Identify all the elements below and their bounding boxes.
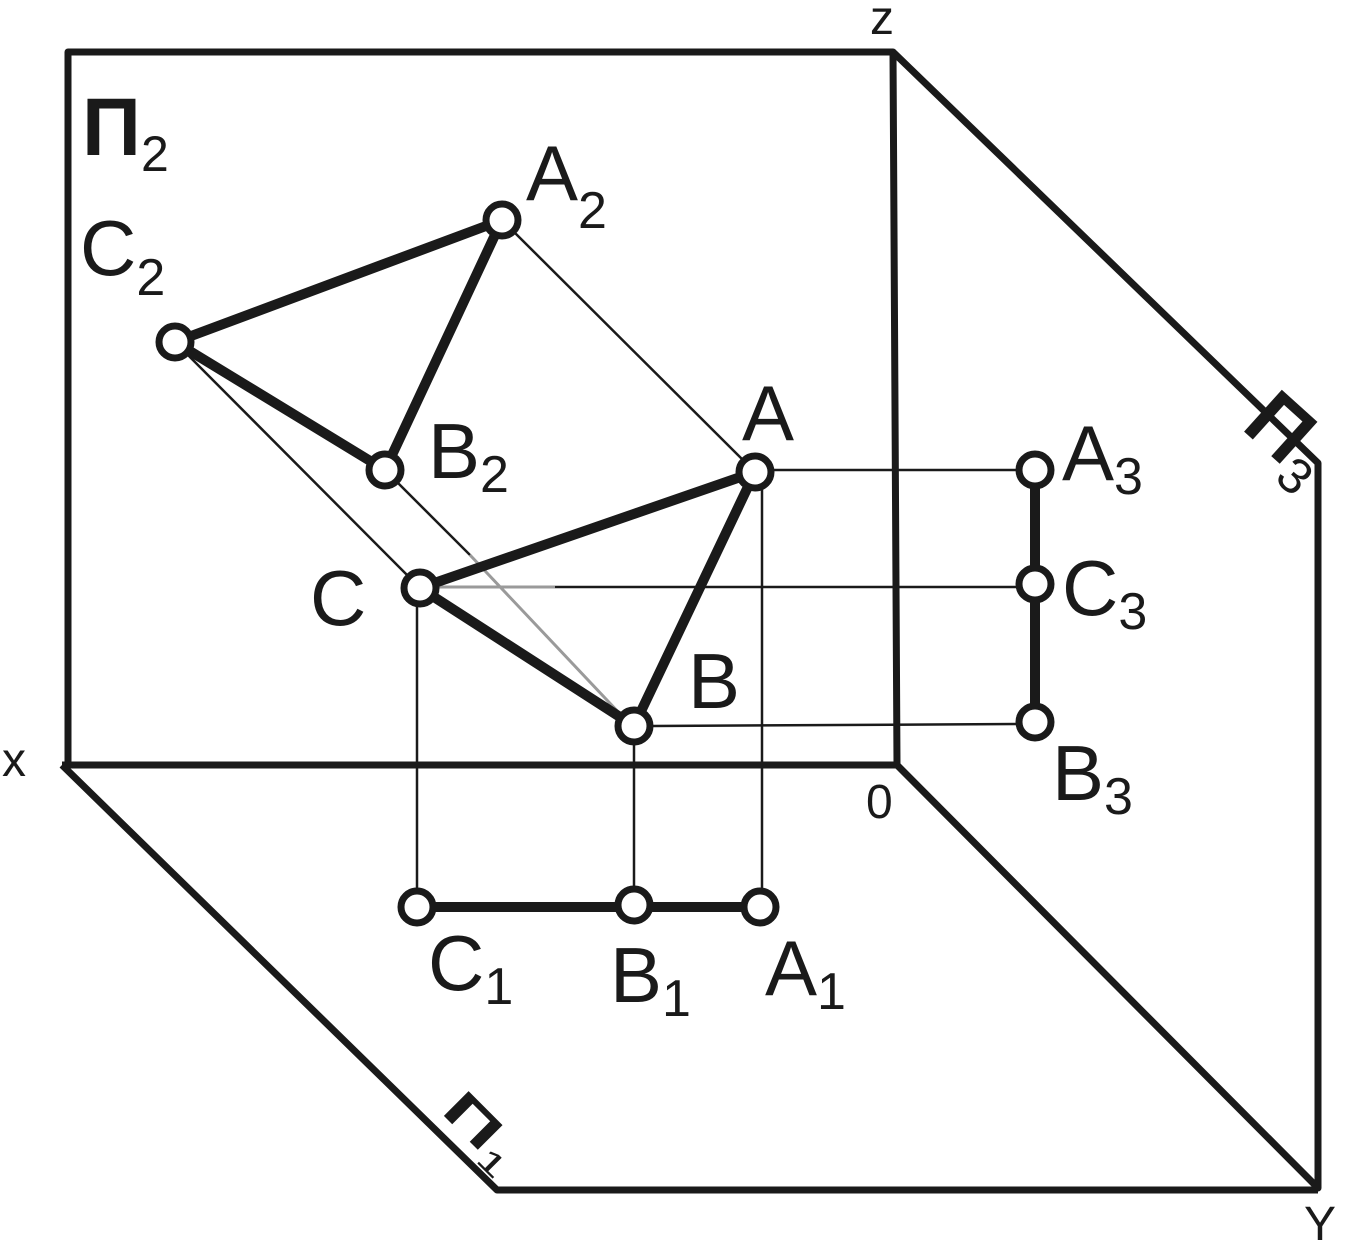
point-c1 [397,887,437,927]
plane-label-p1: П1 [428,1080,533,1185]
axis-label-z: z [870,0,894,45]
point-a1 [740,887,780,927]
label-c1: C1 [428,919,513,1016]
edge-a2-b2 [380,215,507,475]
edge-c-b [415,583,639,731]
profile-plane-p3-frame [890,49,1322,1192]
hidden-line-b2-b [468,553,624,718]
point-c3 [1015,564,1055,604]
label-a3: A3 [1062,409,1143,506]
points [155,200,1055,927]
point-b2 [365,450,405,490]
proj-line-c2-c [174,341,421,589]
plane-label-p2: П2 [82,82,169,182]
label-b3: B3 [1052,729,1133,826]
svg-text:П3: П3 [1222,374,1345,506]
frontal-plane-p2-frame [64,48,901,766]
projection-lines [174,219,1019,890]
point-b3 [1015,702,1055,742]
svg-text:П1: П1 [428,1080,533,1185]
label-c2: C2 [80,204,165,307]
axis-label-x: x [2,734,26,787]
point-a2 [482,200,522,240]
hidden-projection-lines [435,553,624,718]
label-a1: A1 [765,924,846,1021]
proj-line-b2-b [384,469,471,556]
horizontal-plane-p1-frame [59,762,1318,1194]
axis-label-y: Y [1304,1198,1336,1244]
edge-c2-a2 [170,215,507,347]
edge-c-a [415,467,760,593]
point-b [614,706,654,746]
proj-line-a2-a [501,219,756,473]
plane-frames [59,48,1322,1194]
triangle-edges [170,215,1040,912]
proj-line-b-b3 [652,722,1019,728]
point-a3 [1015,450,1055,490]
label-c: C [310,554,366,642]
axis-label-origin: 0 [866,776,893,829]
point-labels: A2 C2 B2 A C B A3 C3 B3 C1 B1 A1 [80,129,1147,1028]
label-a: A [742,369,794,457]
point-a [735,452,775,492]
edge-a-b [629,467,760,731]
label-c3: C3 [1062,544,1147,641]
point-c [400,568,440,608]
point-b1 [614,885,654,925]
plane-label-p3: П3 [1222,374,1345,506]
plane-labels: П2 П3 П1 [82,82,1345,1185]
point-c2 [155,322,195,362]
label-a2: A2 [526,129,607,240]
label-b1: B1 [610,931,691,1028]
label-b2: B2 [428,407,509,504]
edge-c2-b2 [170,337,390,475]
label-b: B [688,637,740,725]
